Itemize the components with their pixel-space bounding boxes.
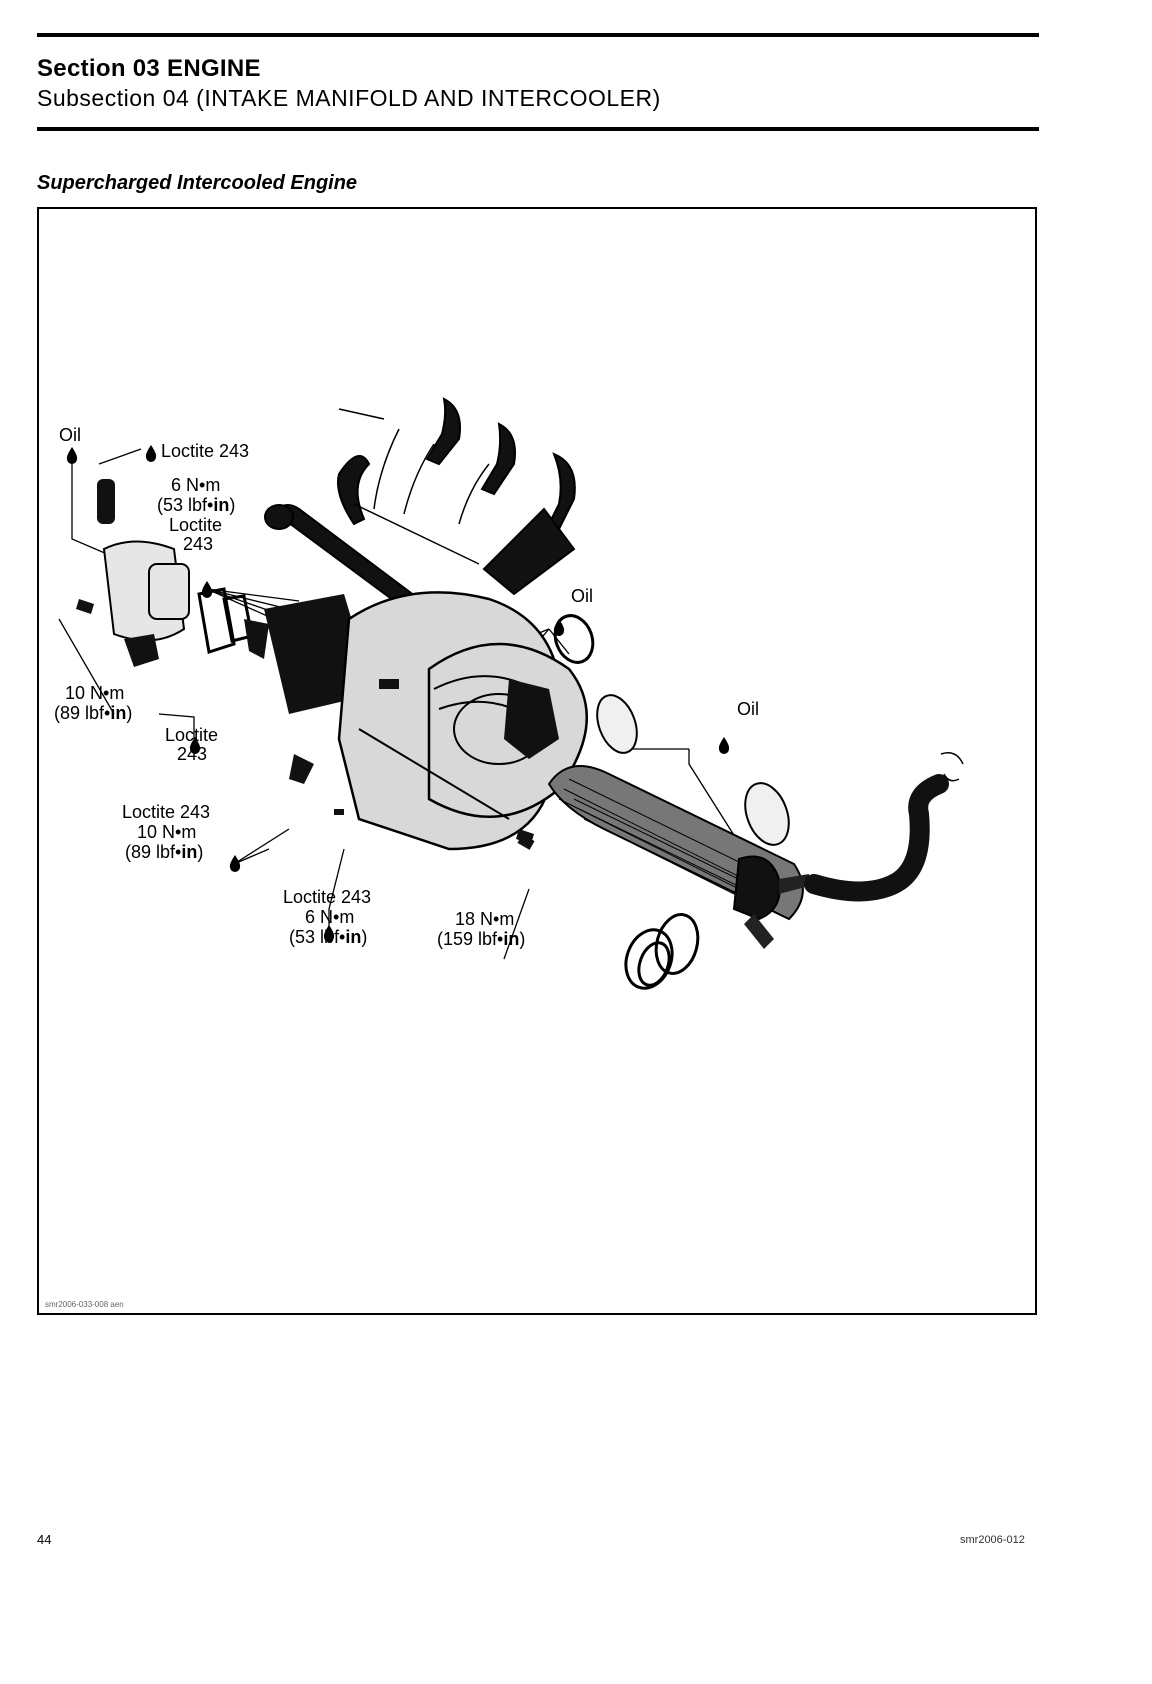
label-loctite-mid: Loctite (165, 725, 218, 745)
label-torque-6nm-bottom: 6 N•m (305, 907, 354, 927)
label-torque-10nm-lower: 10 N•m (137, 822, 196, 842)
label-loctite-243-bottom: Loctite 243 (283, 887, 371, 907)
header-top-rule (37, 33, 1039, 37)
section-title: Section 03 ENGINE (37, 55, 261, 83)
label-torque-53lbf-bottom: (53 lbf•in) (289, 927, 367, 947)
page-number: 44 (37, 1532, 51, 1547)
label-loctite-243-top: Loctite 243 (161, 441, 249, 461)
label-loctite-243-lower: Loctite 243 (122, 802, 210, 822)
label-loctite-mid-243: 243 (177, 744, 207, 764)
label-torque-53lbf-top: (53 lbf•in) (157, 495, 235, 515)
label-torque-10nm-left: 10 N•m (65, 683, 124, 703)
label-torque-159lbf: (159 lbf•in) (437, 929, 525, 949)
label-torque-89lbf-left: (89 lbf•in) (54, 703, 132, 723)
label-oil-center: Oil (571, 586, 593, 606)
figure-title: Supercharged Intercooled Engine (37, 172, 357, 195)
label-oil-top-left: Oil (59, 425, 81, 445)
label-loctite-upper-243: 243 (183, 534, 213, 554)
exploded-view-figure: Oil Loctite 243 6 N•m (53 lbf•in) Loctit… (37, 207, 1037, 1315)
label-torque-89lbf-lower: (89 lbf•in) (125, 842, 203, 862)
label-oil-right: Oil (737, 699, 759, 719)
label-loctite-upper: Loctite (169, 515, 222, 535)
header-bottom-rule (37, 127, 1039, 131)
document-code: smr2006-012 (960, 1534, 1025, 1546)
label-torque-18nm: 18 N•m (455, 909, 514, 929)
subsection-title: Subsection 04 (INTAKE MANIFOLD AND INTER… (37, 85, 661, 112)
figure-code: smr2006-033-008 aen (45, 1300, 124, 1309)
label-torque-6nm-top: 6 N•m (171, 475, 220, 495)
